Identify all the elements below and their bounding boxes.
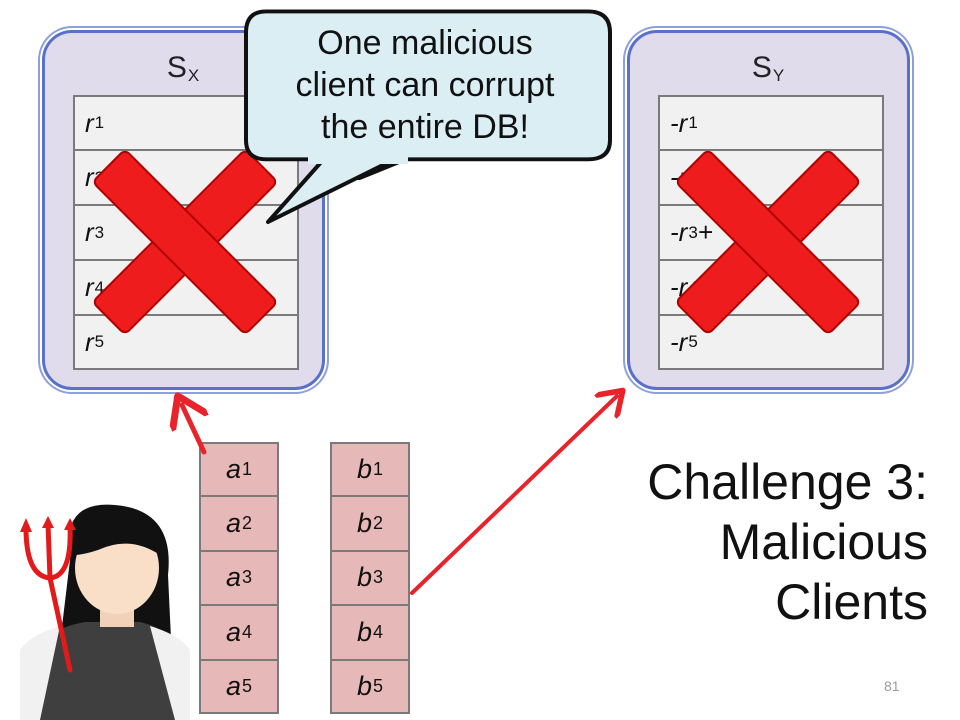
server-sx-title: SX (166, 51, 201, 85)
red-x-icon (93, 150, 277, 334)
callout-tail (266, 150, 408, 224)
pitchfork-icon (20, 516, 76, 673)
challenge-title: Challenge 3: Malicious Clients (647, 454, 928, 630)
server-sy-title: SY (751, 51, 786, 85)
arrow-b-to-sy (410, 396, 617, 595)
callout-text: One malicious client can corrupt the ent… (295, 24, 555, 146)
speech-callout (244, 9, 612, 180)
page-number: 81 (884, 678, 900, 694)
red-x-icon (676, 150, 860, 334)
